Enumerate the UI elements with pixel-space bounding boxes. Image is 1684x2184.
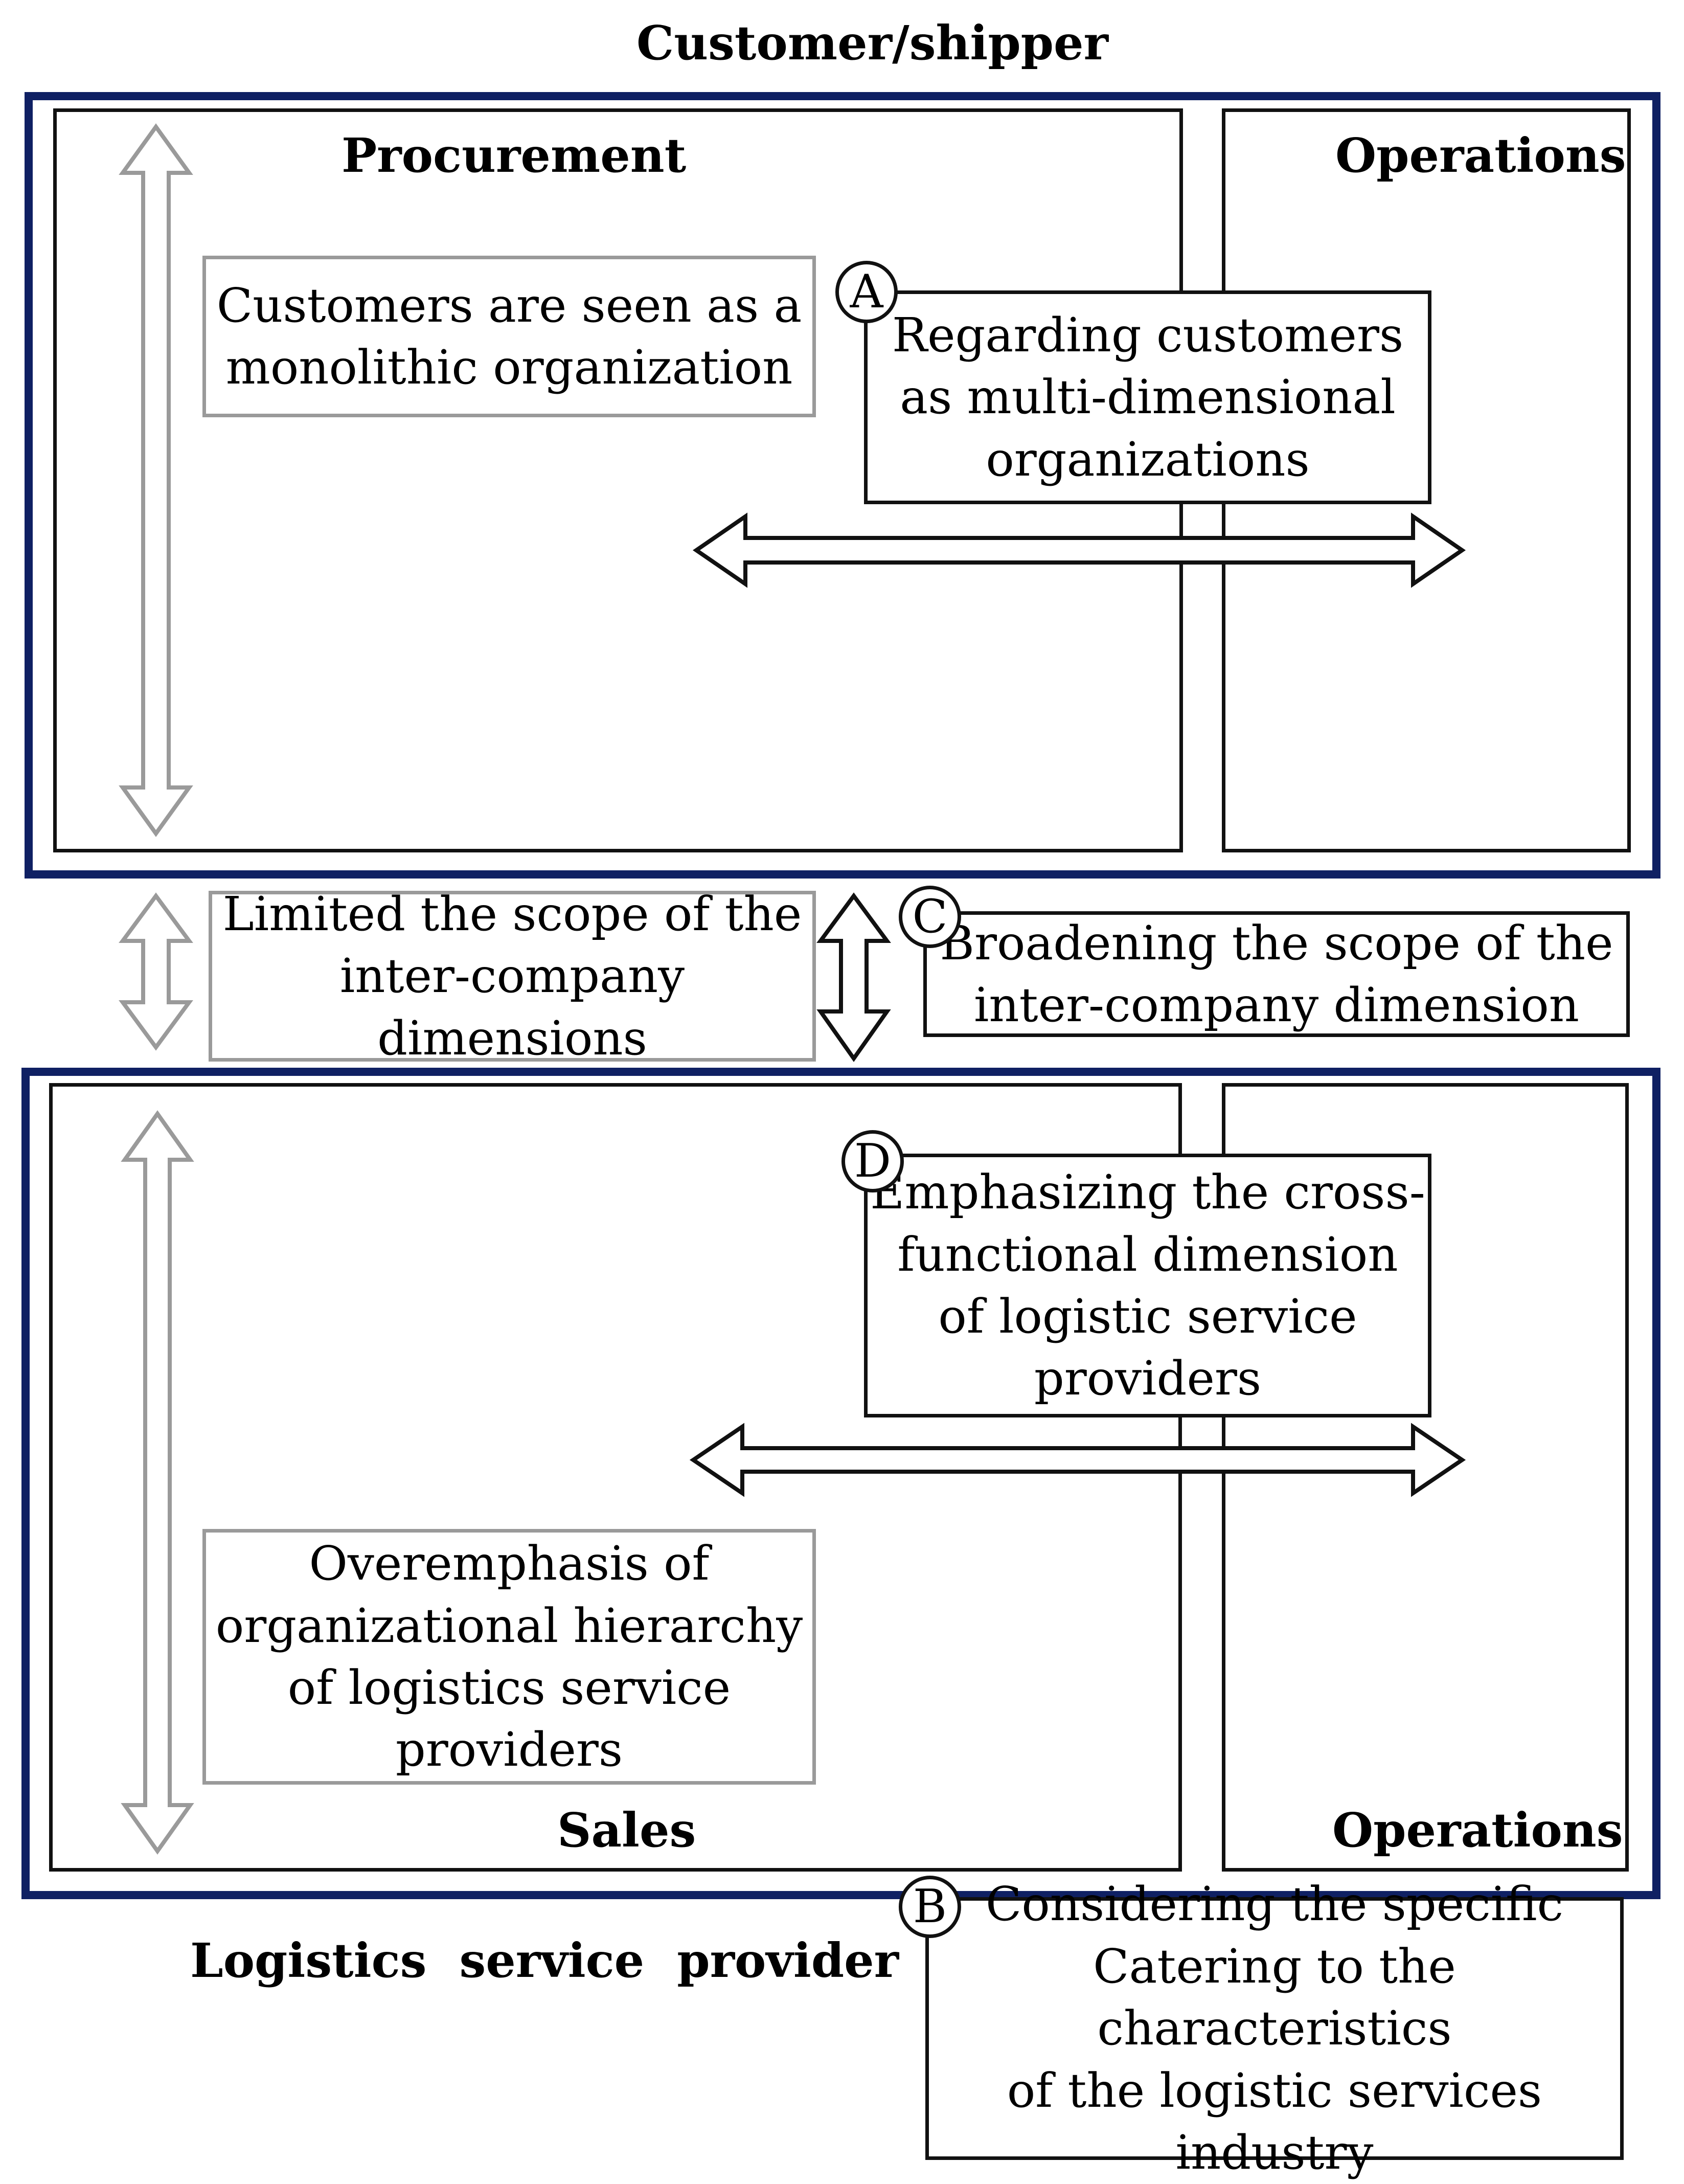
overemphasis-hierarchy-box: Overemphasis of organizational hierarchy…: [202, 1529, 816, 1785]
top-horizontal-double-arrow: [692, 512, 1466, 588]
box-b-text: Considering the specific Catering to the…: [985, 1877, 1564, 2180]
procurement-label: Procurement: [342, 128, 687, 183]
top-vertical-gray-double-arrow: [119, 123, 193, 837]
middle-gray-double-arrow: [119, 892, 193, 1051]
box-c-text: Broadening the scope of the inter-compan…: [940, 915, 1613, 1032]
box-d-cross-functional: Emphasizing the cross- functional dimens…: [864, 1154, 1431, 1417]
customer-shipper-frame: [25, 92, 1660, 879]
customer-shipper-title: Customer/shipper: [636, 15, 1109, 71]
monolithic-organization-box: Customers are seen as a monolithic organ…: [202, 256, 816, 417]
badge-d: D: [841, 1130, 904, 1192]
box-a-multi-dimensional: Regarding customers as multi-dimensional…: [864, 290, 1431, 504]
overemphasis-hierarchy-text: Overemphasis of organizational hierarchy…: [215, 1536, 803, 1777]
top-operations-label: Operations: [1335, 128, 1626, 183]
sales-label: Sales: [557, 1803, 696, 1858]
logistics-service-provider-title: Logistics service provider: [190, 1933, 899, 1988]
limited-scope-box: Limited the scope of the inter-company d…: [209, 887, 816, 1066]
box-d-text: Emphasizing the cross- functional dimens…: [870, 1165, 1425, 1406]
box-a-text: Regarding customers as multi-dimensional…: [892, 307, 1404, 487]
bottom-operations-label: Operations: [1332, 1803, 1623, 1858]
badge-a: A: [835, 261, 898, 323]
limited-scope-text: Limited the scope of the inter-company d…: [222, 886, 802, 1066]
box-c-broadening-scope: Broadening the scope of the inter-compan…: [923, 911, 1630, 1037]
badge-c: C: [899, 886, 961, 948]
bottom-horizontal-double-arrow: [689, 1423, 1466, 1497]
bottom-vertical-gray-double-arrow: [121, 1110, 194, 1855]
monolithic-organization-text: Customers are seen as a monolithic organ…: [216, 278, 802, 395]
box-b-logistic-characteristics: Considering the specific Catering to the…: [925, 1877, 1624, 2180]
badge-b: B: [899, 1876, 961, 1938]
middle-black-double-arrow: [816, 892, 891, 1062]
